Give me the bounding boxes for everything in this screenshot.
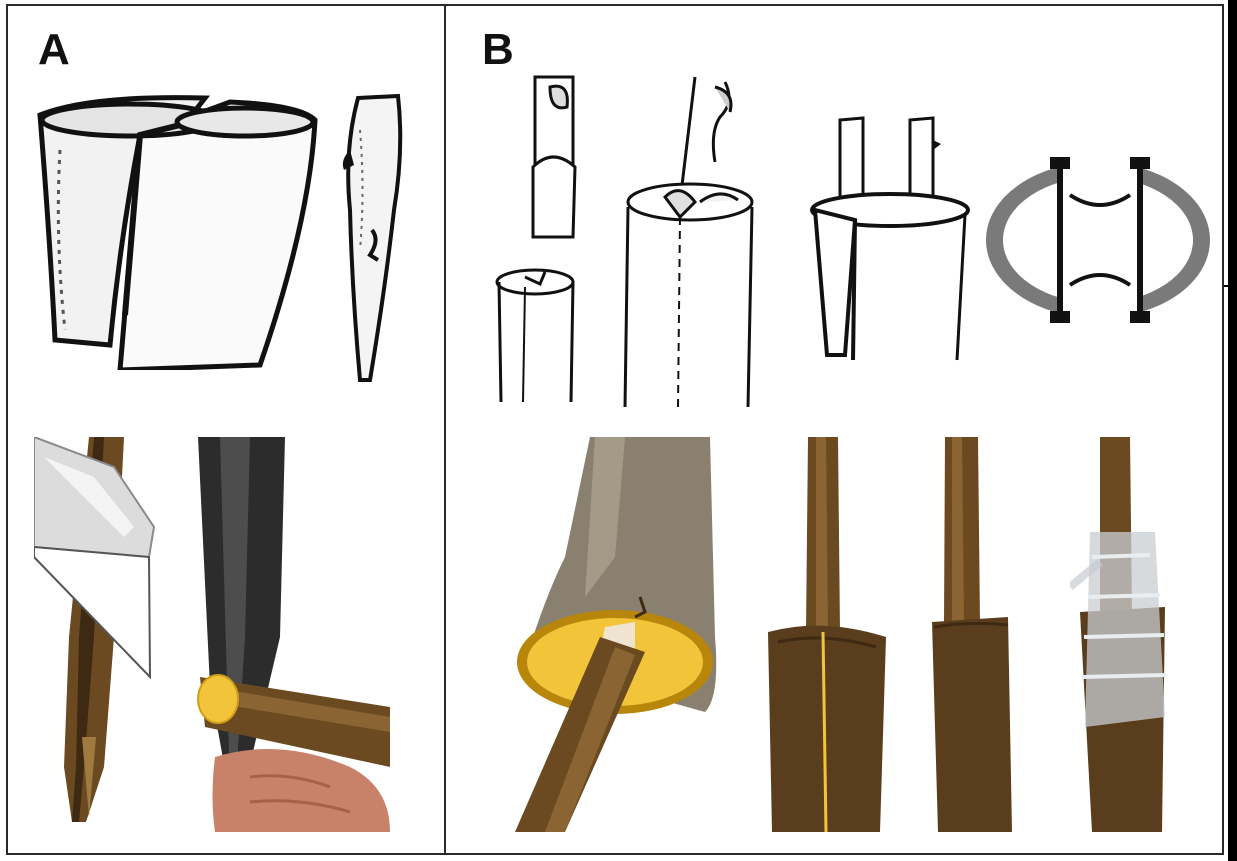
- edge-tick-mark: [1224, 285, 1230, 287]
- inserted-scion-drawing: [620, 72, 760, 412]
- cleft-closeup-photo: [505, 437, 745, 832]
- double-scion-drawing: [805, 110, 975, 370]
- rootstock-knife-photo: [190, 437, 390, 832]
- scion-and-small-stock-drawing: [495, 72, 595, 412]
- panel-label-b: B: [482, 28, 514, 72]
- grafted-side-photo: [768, 437, 888, 832]
- cleft-rootstock-drawing: [30, 90, 330, 370]
- panel-divider: [444, 4, 446, 855]
- cross-section-drawing: [980, 155, 1220, 325]
- scion-wedge-drawing: [330, 90, 410, 390]
- panel-label-a: A: [38, 28, 70, 72]
- scion-cutting-photo: [34, 437, 164, 832]
- grafted-front-photo: [930, 437, 1020, 832]
- taped-graft-photo: [1070, 437, 1200, 832]
- right-edge-bar: [1228, 0, 1237, 861]
